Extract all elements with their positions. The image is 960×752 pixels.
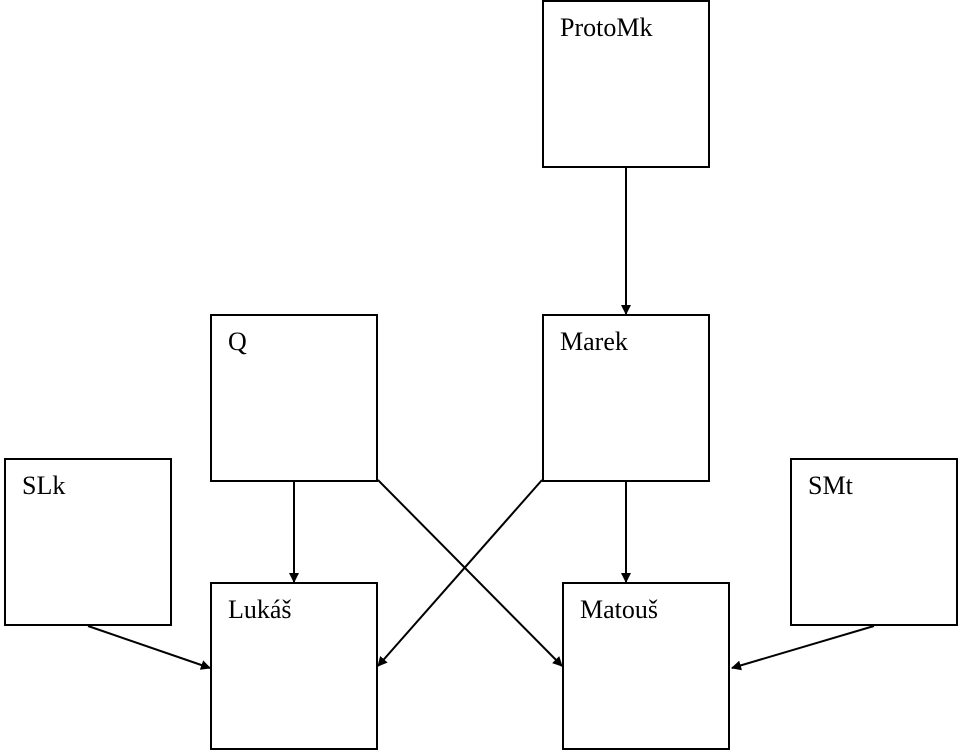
node-label-smt: SMt xyxy=(808,471,853,500)
node-smt: SMt xyxy=(790,458,958,626)
node-lukas: Lukáš xyxy=(210,582,378,750)
node-label-protomk: ProtoMk xyxy=(560,13,653,42)
node-label-slk: SLk xyxy=(22,471,66,500)
edge-marek-to-lukas xyxy=(377,479,543,667)
node-slk: SLk xyxy=(4,458,172,626)
node-protomk: ProtoMk xyxy=(542,0,710,168)
edge-smt-to-matous xyxy=(731,625,875,671)
node-marek: Marek xyxy=(542,314,710,482)
node-label-marek: Marek xyxy=(560,327,628,356)
node-q: Q xyxy=(210,314,378,482)
node-label-lukas: Lukáš xyxy=(228,595,292,624)
edge-q-to-matous xyxy=(377,479,563,667)
edge-slk-to-lukas xyxy=(87,625,211,670)
node-label-matous: Matouš xyxy=(580,595,658,624)
node-matous: Matouš xyxy=(562,582,730,750)
node-label-q: Q xyxy=(228,327,247,356)
